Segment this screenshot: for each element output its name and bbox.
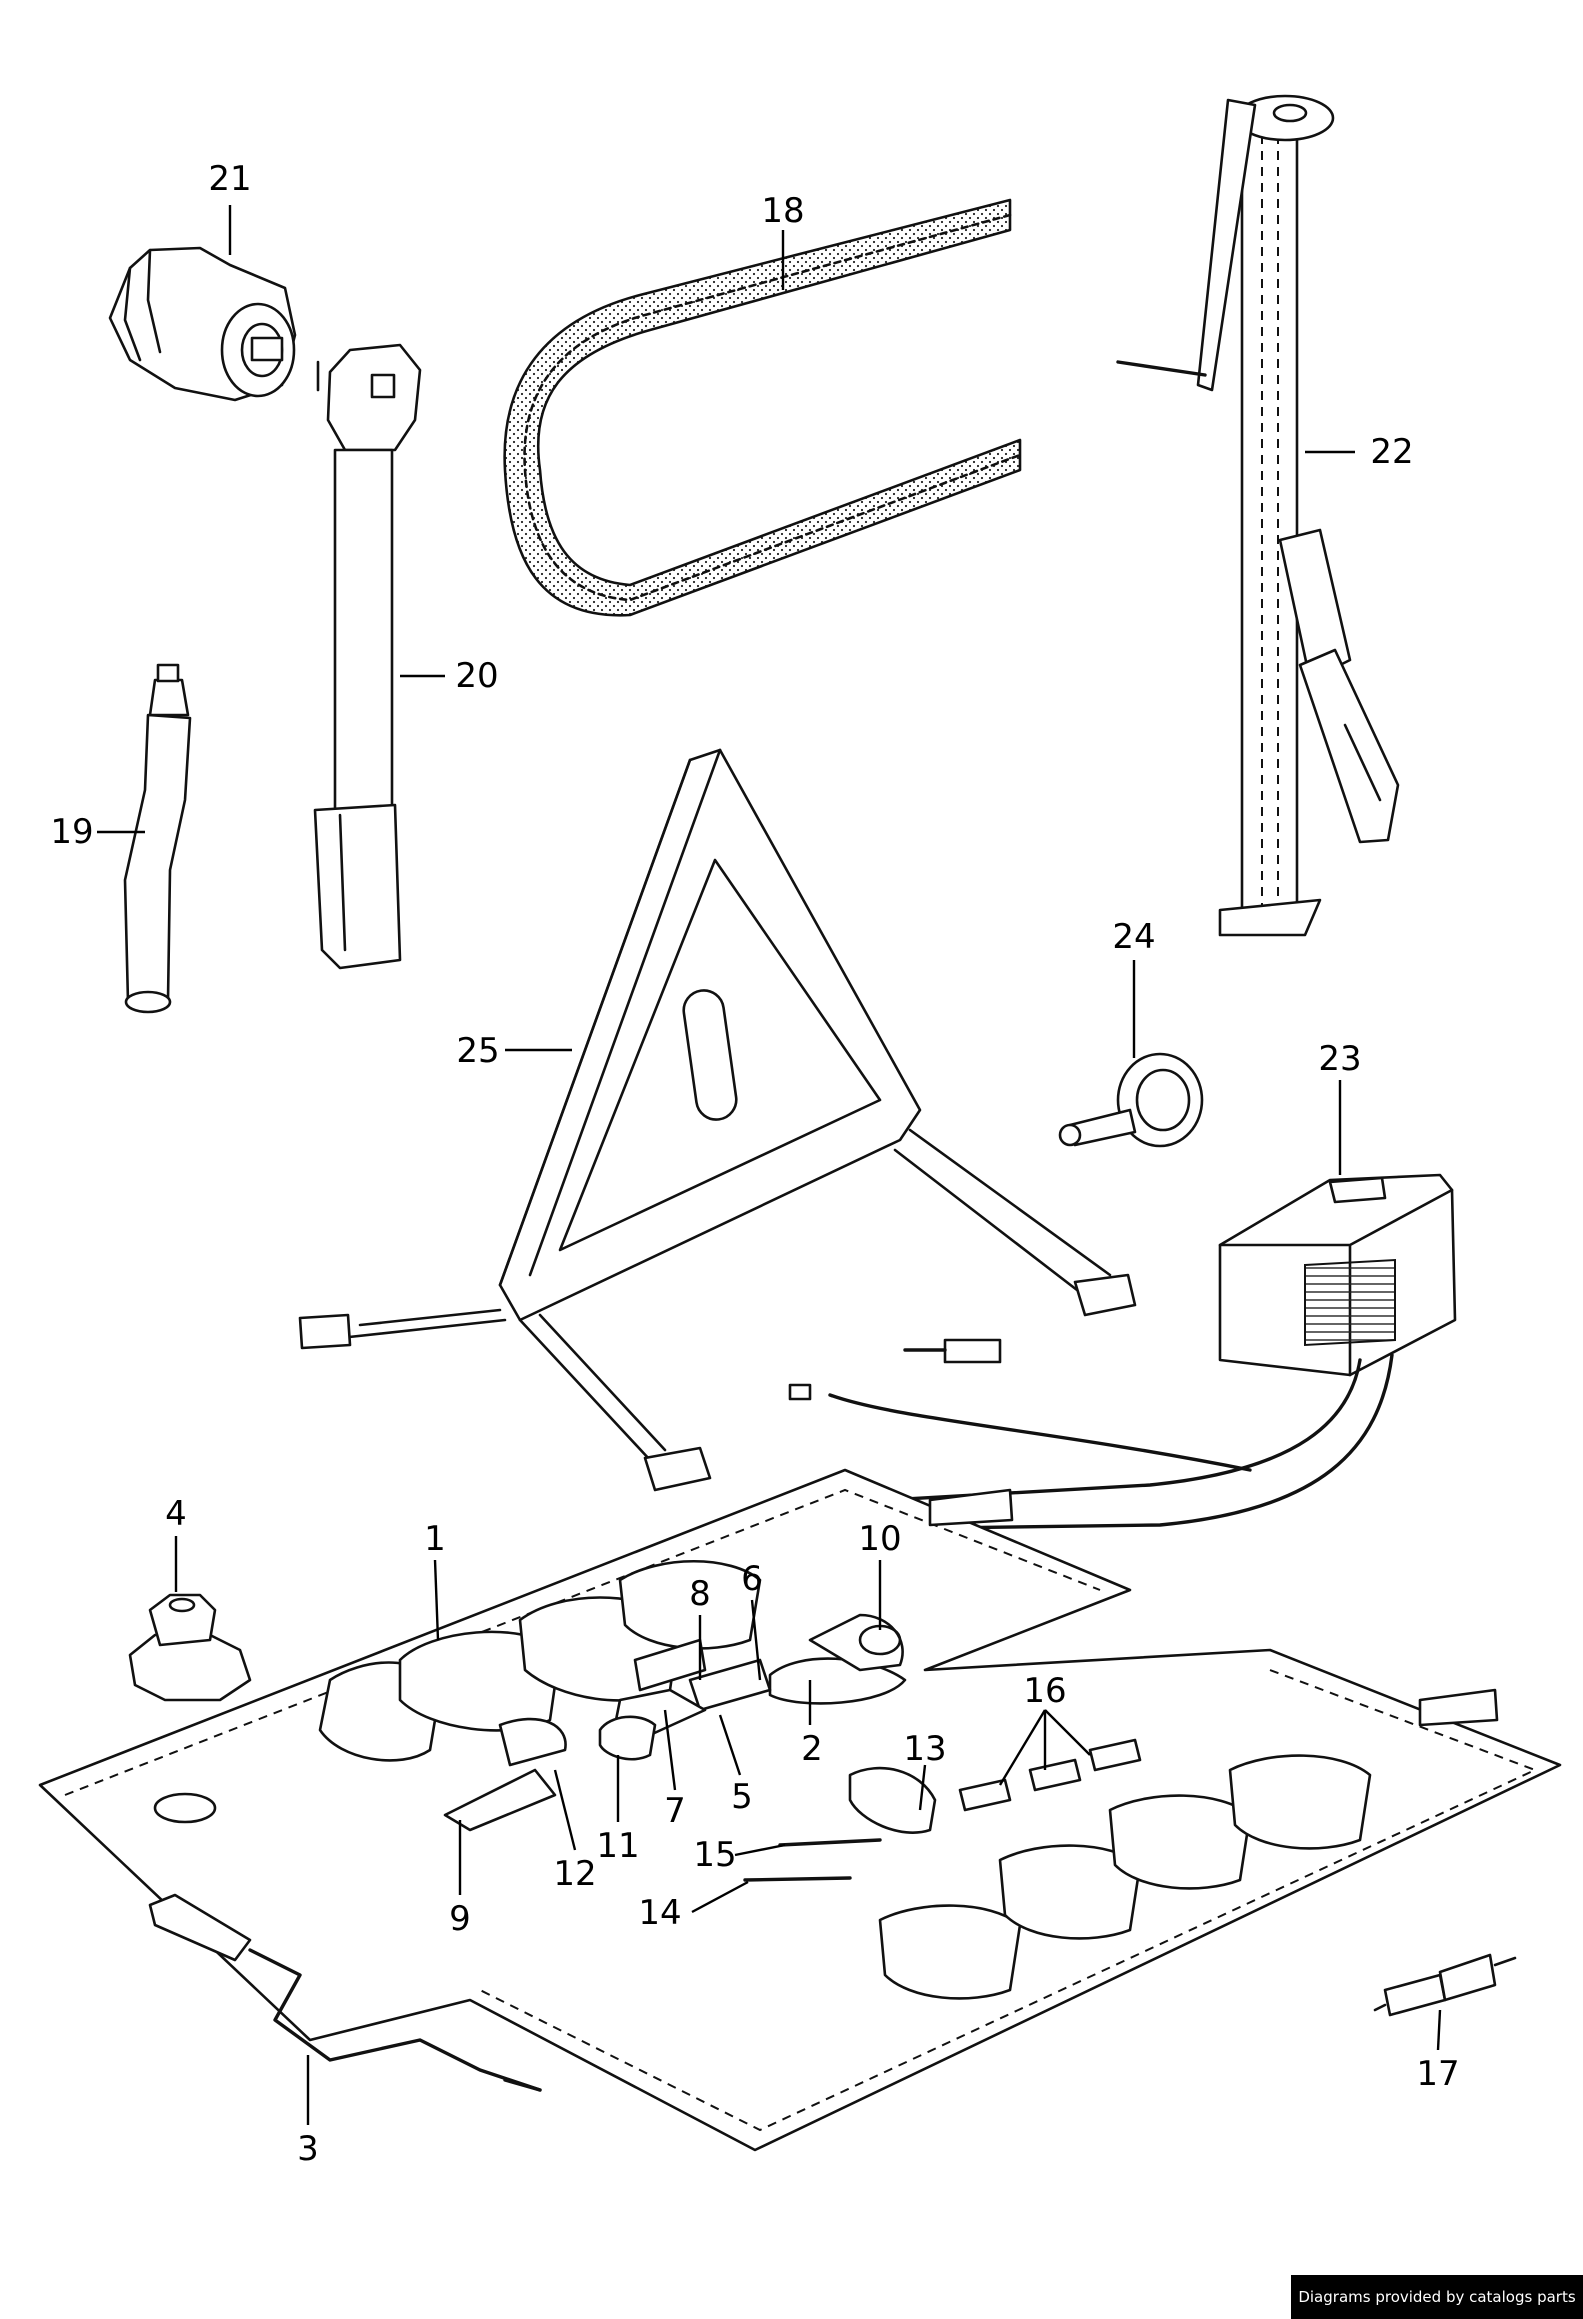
callout-8: 8 [689, 1574, 711, 1614]
callout-9: 9 [449, 1899, 471, 1939]
tools-in-roll [443, 1613, 1142, 1882]
part-9-tool [443, 1768, 557, 1832]
part-8-pin [633, 1638, 707, 1692]
part-15-screwdriver [778, 1838, 882, 1847]
callout-11: 11 [596, 1826, 639, 1866]
callout-13: 13 [903, 1729, 946, 1769]
part-13-adjustable [848, 1766, 937, 1834]
callout-22: 22 [1370, 432, 1413, 472]
leader-lines [97, 205, 1442, 2125]
callout-15: 15 [693, 1835, 736, 1875]
callout-2: 2 [801, 1729, 823, 1769]
part-22-car-jack [1116, 94, 1400, 937]
callout-3: 3 [297, 2129, 319, 2169]
callout-24: 24 [1112, 917, 1155, 957]
credit-badge: Diagrams provided by catalogs parts [1291, 2275, 1583, 2319]
part-12-pliers [498, 1717, 567, 1767]
callout-1: 1 [424, 1519, 446, 1559]
callout-10: 10 [858, 1519, 901, 1559]
callout-25: 25 [456, 1031, 499, 1071]
callout-12: 12 [553, 1854, 596, 1894]
part-6-hook [688, 1658, 772, 1712]
part-25-warning-triangle [298, 748, 1137, 1492]
part-16-spanners [958, 1738, 1142, 1812]
part-3-wheel-brace [148, 1893, 542, 2092]
part-21-socket [108, 246, 297, 402]
callout-17: 17 [1416, 2054, 1459, 2094]
callout-19: 19 [50, 812, 93, 852]
part-1-tool-roll [38, 1468, 1562, 2152]
part-18-v-belt [503, 198, 1022, 617]
callout-5: 5 [731, 1777, 753, 1817]
callout-23: 23 [1318, 1039, 1361, 1079]
part-14-screwdriver [743, 1876, 852, 1882]
part-23-air-compressor [788, 1173, 1457, 1532]
part-4-nut [128, 1593, 252, 1702]
callout-4: 4 [165, 1494, 187, 1534]
part-17-spark-plug [1373, 1953, 1517, 2017]
part-20-ratchet-handle [313, 343, 422, 970]
part-19-tyre-hose [123, 663, 192, 1014]
callout-6: 6 [741, 1559, 763, 1599]
part-24-tyre-gauge [1058, 1052, 1204, 1148]
callout-labels: 21 20 19 18 22 25 24 23 4 1 10 6 8 2 5 7… [50, 159, 1459, 2169]
callout-18: 18 [761, 191, 804, 231]
callout-21: 21 [208, 159, 251, 199]
callout-7: 7 [664, 1791, 686, 1831]
callout-16: 16 [1023, 1671, 1066, 1711]
callout-14: 14 [638, 1893, 681, 1933]
part-11-socket-spanner [598, 1715, 657, 1761]
callout-20: 20 [455, 656, 498, 696]
